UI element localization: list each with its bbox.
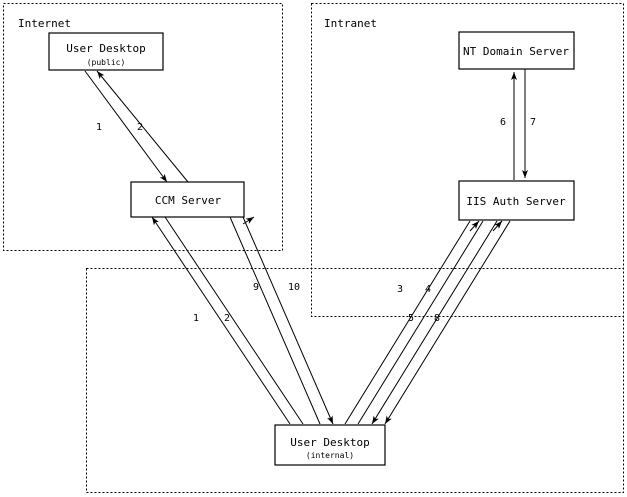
flow-internal-to-iis-arrowhead-a [469, 220, 480, 232]
step-label-public-desktop-ccm-in: 2 [137, 122, 143, 133]
node-nt-domain-server[interactable] [458, 31, 575, 70]
step-label-public-desktop-ccm-out: 1 [96, 122, 102, 133]
step-label-iis-internal-desktop-a: 3 [397, 284, 403, 295]
node-user-desktop-internal-subtitle: (internal) [306, 451, 354, 460]
node-user-desktop-public[interactable] [48, 32, 164, 71]
flow-public-desktop-to-ccm [84, 70, 168, 183]
node-ccm-server-title: CCM Server [155, 194, 222, 207]
flow-ccm-to-internal-desktop-a [229, 216, 321, 425]
step-label-iis-internal-desktop-d: 8 [434, 313, 440, 324]
flow-internal-desktop-to-ccm-a [151, 216, 291, 425]
step-label-ccm-internal-desktop-out: 9 [253, 282, 259, 293]
step-label-internal-desktop-ccm-in: 2 [224, 313, 230, 324]
step-label-iis-internal-desktop-c: 5 [408, 313, 414, 324]
zone-label-intranet: Intranet [324, 17, 377, 30]
flow-internal-to-ccm-arrow-right [242, 216, 255, 225]
node-ccm-server[interactable] [130, 181, 245, 218]
node-user-desktop-public-subtitle: (public) [87, 58, 126, 67]
node-iis-auth-server-title: IIS Auth Server [466, 195, 566, 208]
node-iis-auth-server[interactable] [458, 180, 575, 221]
node-nt-domain-server-title: NT Domain Server [463, 45, 569, 58]
flow-internal-to-iis-arrowhead-b [492, 220, 503, 232]
flow-internal-desktop-to-iis-a [344, 220, 471, 425]
zone-internet-boundary [3, 3, 283, 251]
zone-intranet-boundary [311, 3, 624, 317]
flow-ccm-to-public-desktop [96, 70, 189, 183]
flow-iis-to-internal-desktop-b [384, 220, 511, 425]
node-user-desktop-public-title: User Desktop [66, 42, 145, 55]
flow-internal-desktop-to-ccm-b [164, 216, 304, 425]
flow-iis-to-internal-desktop-a [371, 220, 498, 425]
step-label-iis-nt-in: 7 [530, 117, 536, 128]
node-user-desktop-internal[interactable] [274, 424, 386, 466]
zone-label-internet: Internet [18, 17, 71, 30]
step-label-ccm-internal-desktop-in: 10 [288, 282, 300, 293]
flow-internal-desktop-to-iis-b [357, 220, 484, 425]
zone-internal-boundary [86, 268, 624, 493]
step-label-internal-desktop-ccm-out: 1 [193, 313, 199, 324]
flow-ccm-to-internal-desktop-b [242, 216, 334, 425]
step-label-iis-nt-out: 6 [500, 117, 506, 128]
node-user-desktop-internal-title: User Desktop [290, 436, 369, 449]
step-label-iis-internal-desktop-b: 4 [425, 284, 431, 295]
